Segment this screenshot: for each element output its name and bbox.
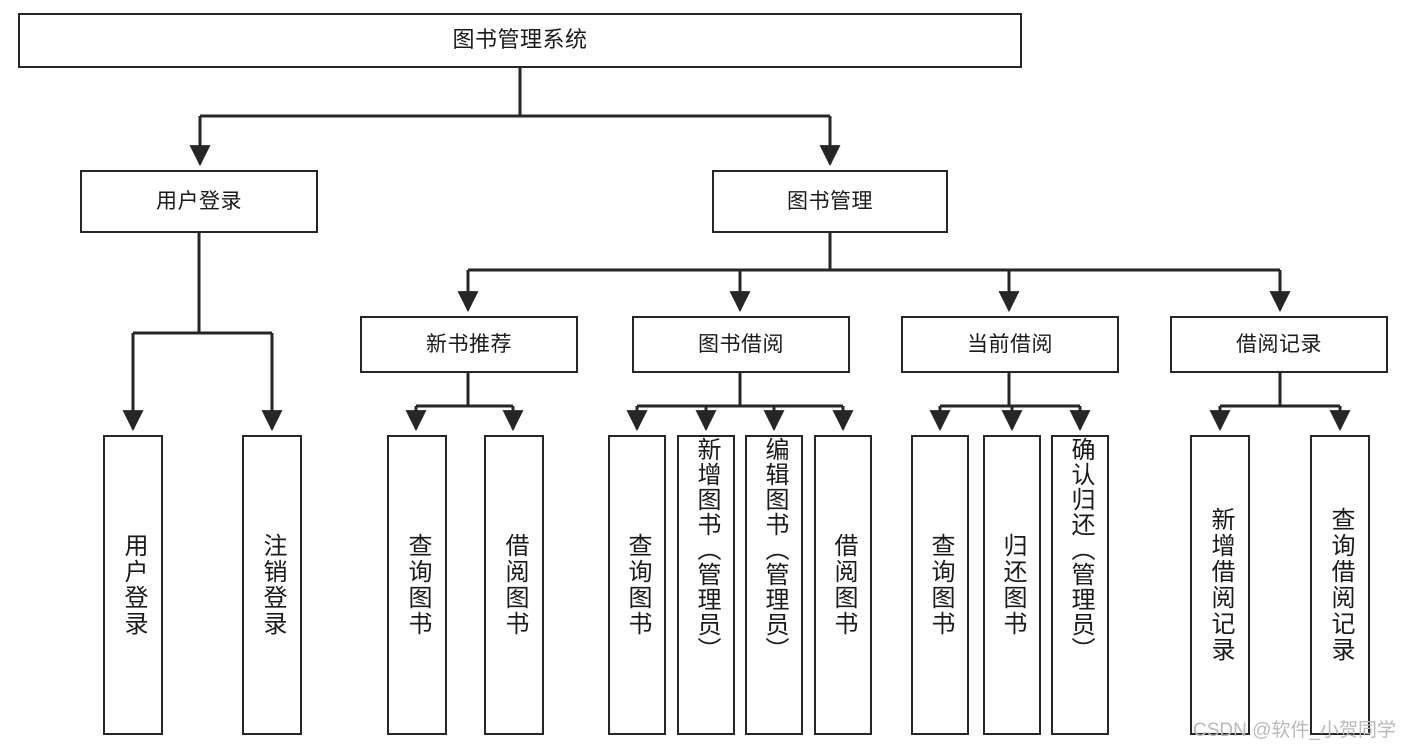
- node-leaf-logout-login[interactable]: 注销登录: [242, 435, 302, 735]
- node-leaf-add-book-admin[interactable]: 新增图书（管理员）: [677, 435, 735, 735]
- node-root[interactable]: 图书管理系统: [18, 13, 1022, 68]
- node-leaf-edit-book-admin-label: 编辑图书（管理员）: [761, 437, 788, 662]
- node-user-login[interactable]: 用户登录: [80, 170, 318, 233]
- node-leaf-confirm-return-admin[interactable]: 确认归还（管理员）: [1051, 435, 1109, 735]
- node-leaf-query-book-3[interactable]: 查询图书: [911, 435, 969, 735]
- node-borrow-record-label: 借阅记录: [1236, 332, 1322, 356]
- node-leaf-confirm-return-admin-label: 确认归还（管理员）: [1067, 437, 1094, 662]
- node-leaf-logout-login-label: 注销登录: [259, 533, 286, 637]
- node-leaf-borrow-book-1-label: 借阅图书: [501, 533, 528, 637]
- node-new-book-rec-label: 新书推荐: [426, 332, 512, 356]
- node-user-login-label: 用户登录: [156, 189, 242, 213]
- node-leaf-add-book-admin-label: 新增图书（管理员）: [693, 437, 720, 662]
- node-leaf-query-book-1-label: 查询图书: [404, 533, 431, 637]
- node-book-manage[interactable]: 图书管理: [712, 170, 948, 233]
- node-leaf-return-book[interactable]: 归还图书: [983, 435, 1041, 735]
- node-leaf-borrow-book-1[interactable]: 借阅图书: [484, 435, 544, 735]
- node-leaf-query-book-3-label: 查询图书: [927, 533, 954, 637]
- node-leaf-borrow-book-2-label: 借阅图书: [830, 533, 857, 637]
- node-leaf-add-borrow-record-label: 新增借阅记录: [1207, 507, 1234, 663]
- node-book-manage-label: 图书管理: [787, 189, 873, 213]
- node-leaf-add-borrow-record[interactable]: 新增借阅记录: [1190, 435, 1250, 735]
- node-root-label: 图书管理系统: [452, 27, 588, 53]
- node-leaf-query-book-2-label: 查询图书: [624, 533, 651, 637]
- node-leaf-query-borrow-record-label: 查询借阅记录: [1327, 507, 1354, 663]
- node-leaf-borrow-book-2[interactable]: 借阅图书: [814, 435, 872, 735]
- node-current-borrow[interactable]: 当前借阅: [901, 316, 1119, 373]
- node-current-borrow-label: 当前借阅: [967, 332, 1053, 356]
- node-leaf-return-book-label: 归还图书: [999, 533, 1026, 637]
- node-leaf-user-login-label: 用户登录: [120, 533, 147, 637]
- node-leaf-query-book-1[interactable]: 查询图书: [387, 435, 447, 735]
- node-new-book-rec[interactable]: 新书推荐: [360, 316, 578, 373]
- node-borrow-record[interactable]: 借阅记录: [1170, 316, 1388, 373]
- node-leaf-edit-book-admin[interactable]: 编辑图书（管理员）: [745, 435, 803, 735]
- node-leaf-user-login[interactable]: 用户登录: [103, 435, 163, 735]
- node-leaf-query-book-2[interactable]: 查询图书: [608, 435, 666, 735]
- node-book-borrow[interactable]: 图书借阅: [632, 316, 850, 373]
- node-book-borrow-label: 图书借阅: [698, 332, 784, 356]
- node-leaf-query-borrow-record[interactable]: 查询借阅记录: [1310, 435, 1370, 735]
- watermark: CSDN @软件_小贺同学: [1193, 720, 1396, 741]
